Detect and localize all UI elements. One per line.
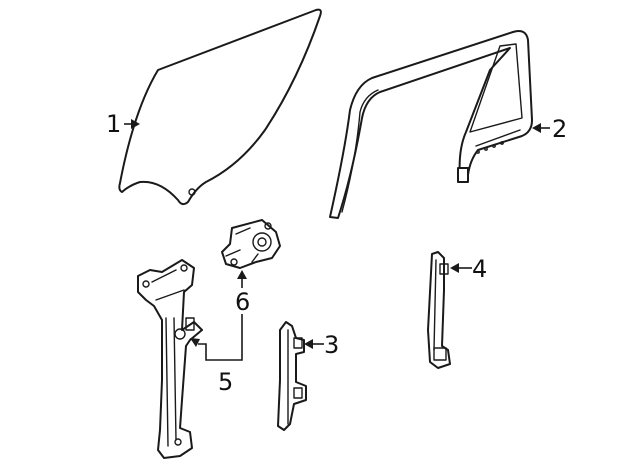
- door-glass: [118, 8, 322, 206]
- callout-2: 2: [552, 115, 567, 143]
- leader-line-1: [124, 119, 140, 129]
- callout-1: 1: [106, 110, 121, 138]
- window-motor: [221, 219, 281, 269]
- glass-run-channel: [329, 30, 533, 219]
- rear-guide-channel: [277, 321, 307, 431]
- leader-line-5: [190, 314, 243, 361]
- callout-5: 5: [218, 368, 233, 396]
- callout-4: 4: [472, 255, 487, 283]
- leader-line-2: [532, 123, 550, 133]
- front-guide-channel: [427, 251, 451, 369]
- window-regulator: [137, 259, 203, 459]
- leader-line-4: [450, 263, 472, 273]
- leader-line-3: [304, 339, 324, 349]
- callout-3: 3: [324, 331, 339, 359]
- callout-6: 6: [235, 288, 250, 316]
- leader-line-6: [237, 270, 247, 288]
